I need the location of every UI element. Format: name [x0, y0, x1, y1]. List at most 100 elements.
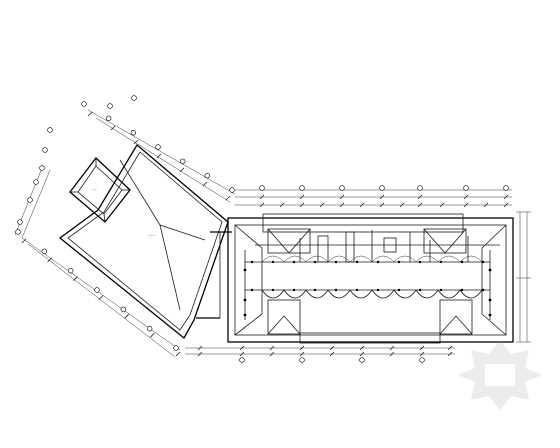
- light-fixture: [271, 260, 275, 264]
- light-fixture: [418, 260, 422, 264]
- svg-text:~~: ~~: [92, 187, 98, 191]
- light-fixture: [334, 288, 338, 292]
- light-fixture: [481, 288, 485, 292]
- light-fixture: [488, 268, 492, 272]
- dimension-tick: [175, 351, 181, 357]
- circuit-arc: [261, 289, 285, 299]
- circuit-arc: [349, 289, 373, 299]
- light-fixture: [292, 260, 296, 264]
- electrical-main-run: [244, 244, 500, 320]
- main-top-axis-bubbles: [259, 185, 509, 191]
- light-fixture: [243, 298, 247, 302]
- svg-text:~~~: ~~~: [148, 233, 156, 237]
- axis-bubble: [94, 287, 100, 293]
- circuit-arc: [327, 255, 351, 263]
- axis-bubble: [229, 187, 235, 193]
- dimension-tick: [279, 202, 285, 208]
- dimension-tick: [329, 345, 335, 351]
- dimension-tick: [299, 194, 305, 200]
- dimension-tick: [419, 351, 425, 357]
- dimension-tick: [439, 202, 445, 208]
- dimension-tick: [447, 351, 453, 357]
- axis-bubble: [107, 103, 113, 109]
- dimension-tick: [299, 345, 305, 351]
- dimension-tick: [269, 345, 275, 351]
- circuit-arc: [393, 289, 417, 299]
- circuit-arc: [437, 289, 461, 299]
- dimension-tick: [197, 345, 203, 351]
- dimension-tick: [259, 202, 265, 208]
- wing-dimension-lines: [14, 109, 236, 358]
- dimension-tick: [225, 195, 231, 201]
- light-fixture: [376, 260, 380, 264]
- dimension-tick: [133, 139, 139, 145]
- light-fixture: [376, 288, 380, 292]
- main-block-outline: [227, 213, 514, 344]
- axis-bubble: [339, 185, 345, 191]
- dimension-tick: [359, 345, 365, 351]
- light-fixture: [334, 260, 338, 264]
- circuit-arc: [393, 255, 417, 263]
- axis-bubble: [299, 357, 305, 363]
- light-fixture: [313, 260, 317, 264]
- circuit-arc: [459, 255, 483, 263]
- axis-bubble: [17, 219, 23, 225]
- axis-bubble: [130, 129, 137, 136]
- light-fixture: [397, 260, 401, 264]
- axis-bubble: [39, 165, 45, 171]
- axis-bubble: [81, 101, 87, 107]
- dimension-tick: [269, 351, 275, 357]
- dimension-tick: [463, 202, 469, 208]
- light-fixture: [488, 298, 492, 302]
- dimension-tick: [339, 194, 345, 200]
- axis-bubble: [503, 185, 509, 191]
- dimension-tick: [399, 202, 405, 208]
- circuit-arc: [283, 289, 307, 299]
- axis-bubble: [15, 229, 21, 235]
- dimension-tick: [359, 202, 365, 208]
- wing-axis-bubbles: [15, 95, 235, 351]
- dimension-tick: [359, 351, 365, 357]
- dimension-tick: [503, 202, 509, 208]
- dimension-tick: [259, 194, 265, 200]
- distribution-panels: [299, 230, 469, 263]
- light-fixture: [439, 288, 443, 292]
- circuit-arc: [459, 289, 483, 299]
- axis-bubble: [179, 158, 186, 165]
- circuit-arc: [415, 289, 439, 299]
- dimension-tick: [299, 351, 305, 357]
- axis-bubble: [155, 144, 161, 150]
- dimension-tick: [389, 351, 395, 357]
- light-fixture: [313, 288, 317, 292]
- main-right-dimensions: [516, 211, 531, 343]
- axis-bubble: [259, 185, 265, 191]
- dimension-tick: [73, 276, 78, 281]
- light-fixture: [250, 260, 254, 264]
- circuit-arc: [327, 289, 351, 299]
- axis-bubble: [33, 179, 39, 185]
- axis-bubble: [173, 345, 179, 351]
- light-fixture: [418, 288, 422, 292]
- circuit-arc: [283, 255, 307, 263]
- watermark-logo: [457, 340, 543, 410]
- axis-bubble: [419, 357, 425, 363]
- axis-bubble: [379, 185, 385, 191]
- light-fixture: [397, 288, 401, 292]
- dimension-tick: [98, 295, 104, 300]
- dimension-tick: [110, 125, 116, 131]
- circuit-arc: [349, 255, 373, 263]
- axis-bubble: [27, 197, 33, 203]
- axis-bubble: [67, 267, 74, 274]
- main-top-ticks: [259, 194, 509, 208]
- dimension-tick: [21, 238, 27, 244]
- circuit-arc: [371, 255, 395, 263]
- light-fixture: [481, 260, 485, 264]
- axis-bubble: [41, 248, 48, 255]
- main-top-dimensions: [235, 189, 512, 206]
- dimension-tick: [239, 345, 245, 351]
- circuit-arc: [261, 255, 285, 263]
- circuit-arc: [415, 255, 439, 263]
- axis-bubble: [146, 325, 153, 332]
- dimension-tick: [47, 257, 52, 263]
